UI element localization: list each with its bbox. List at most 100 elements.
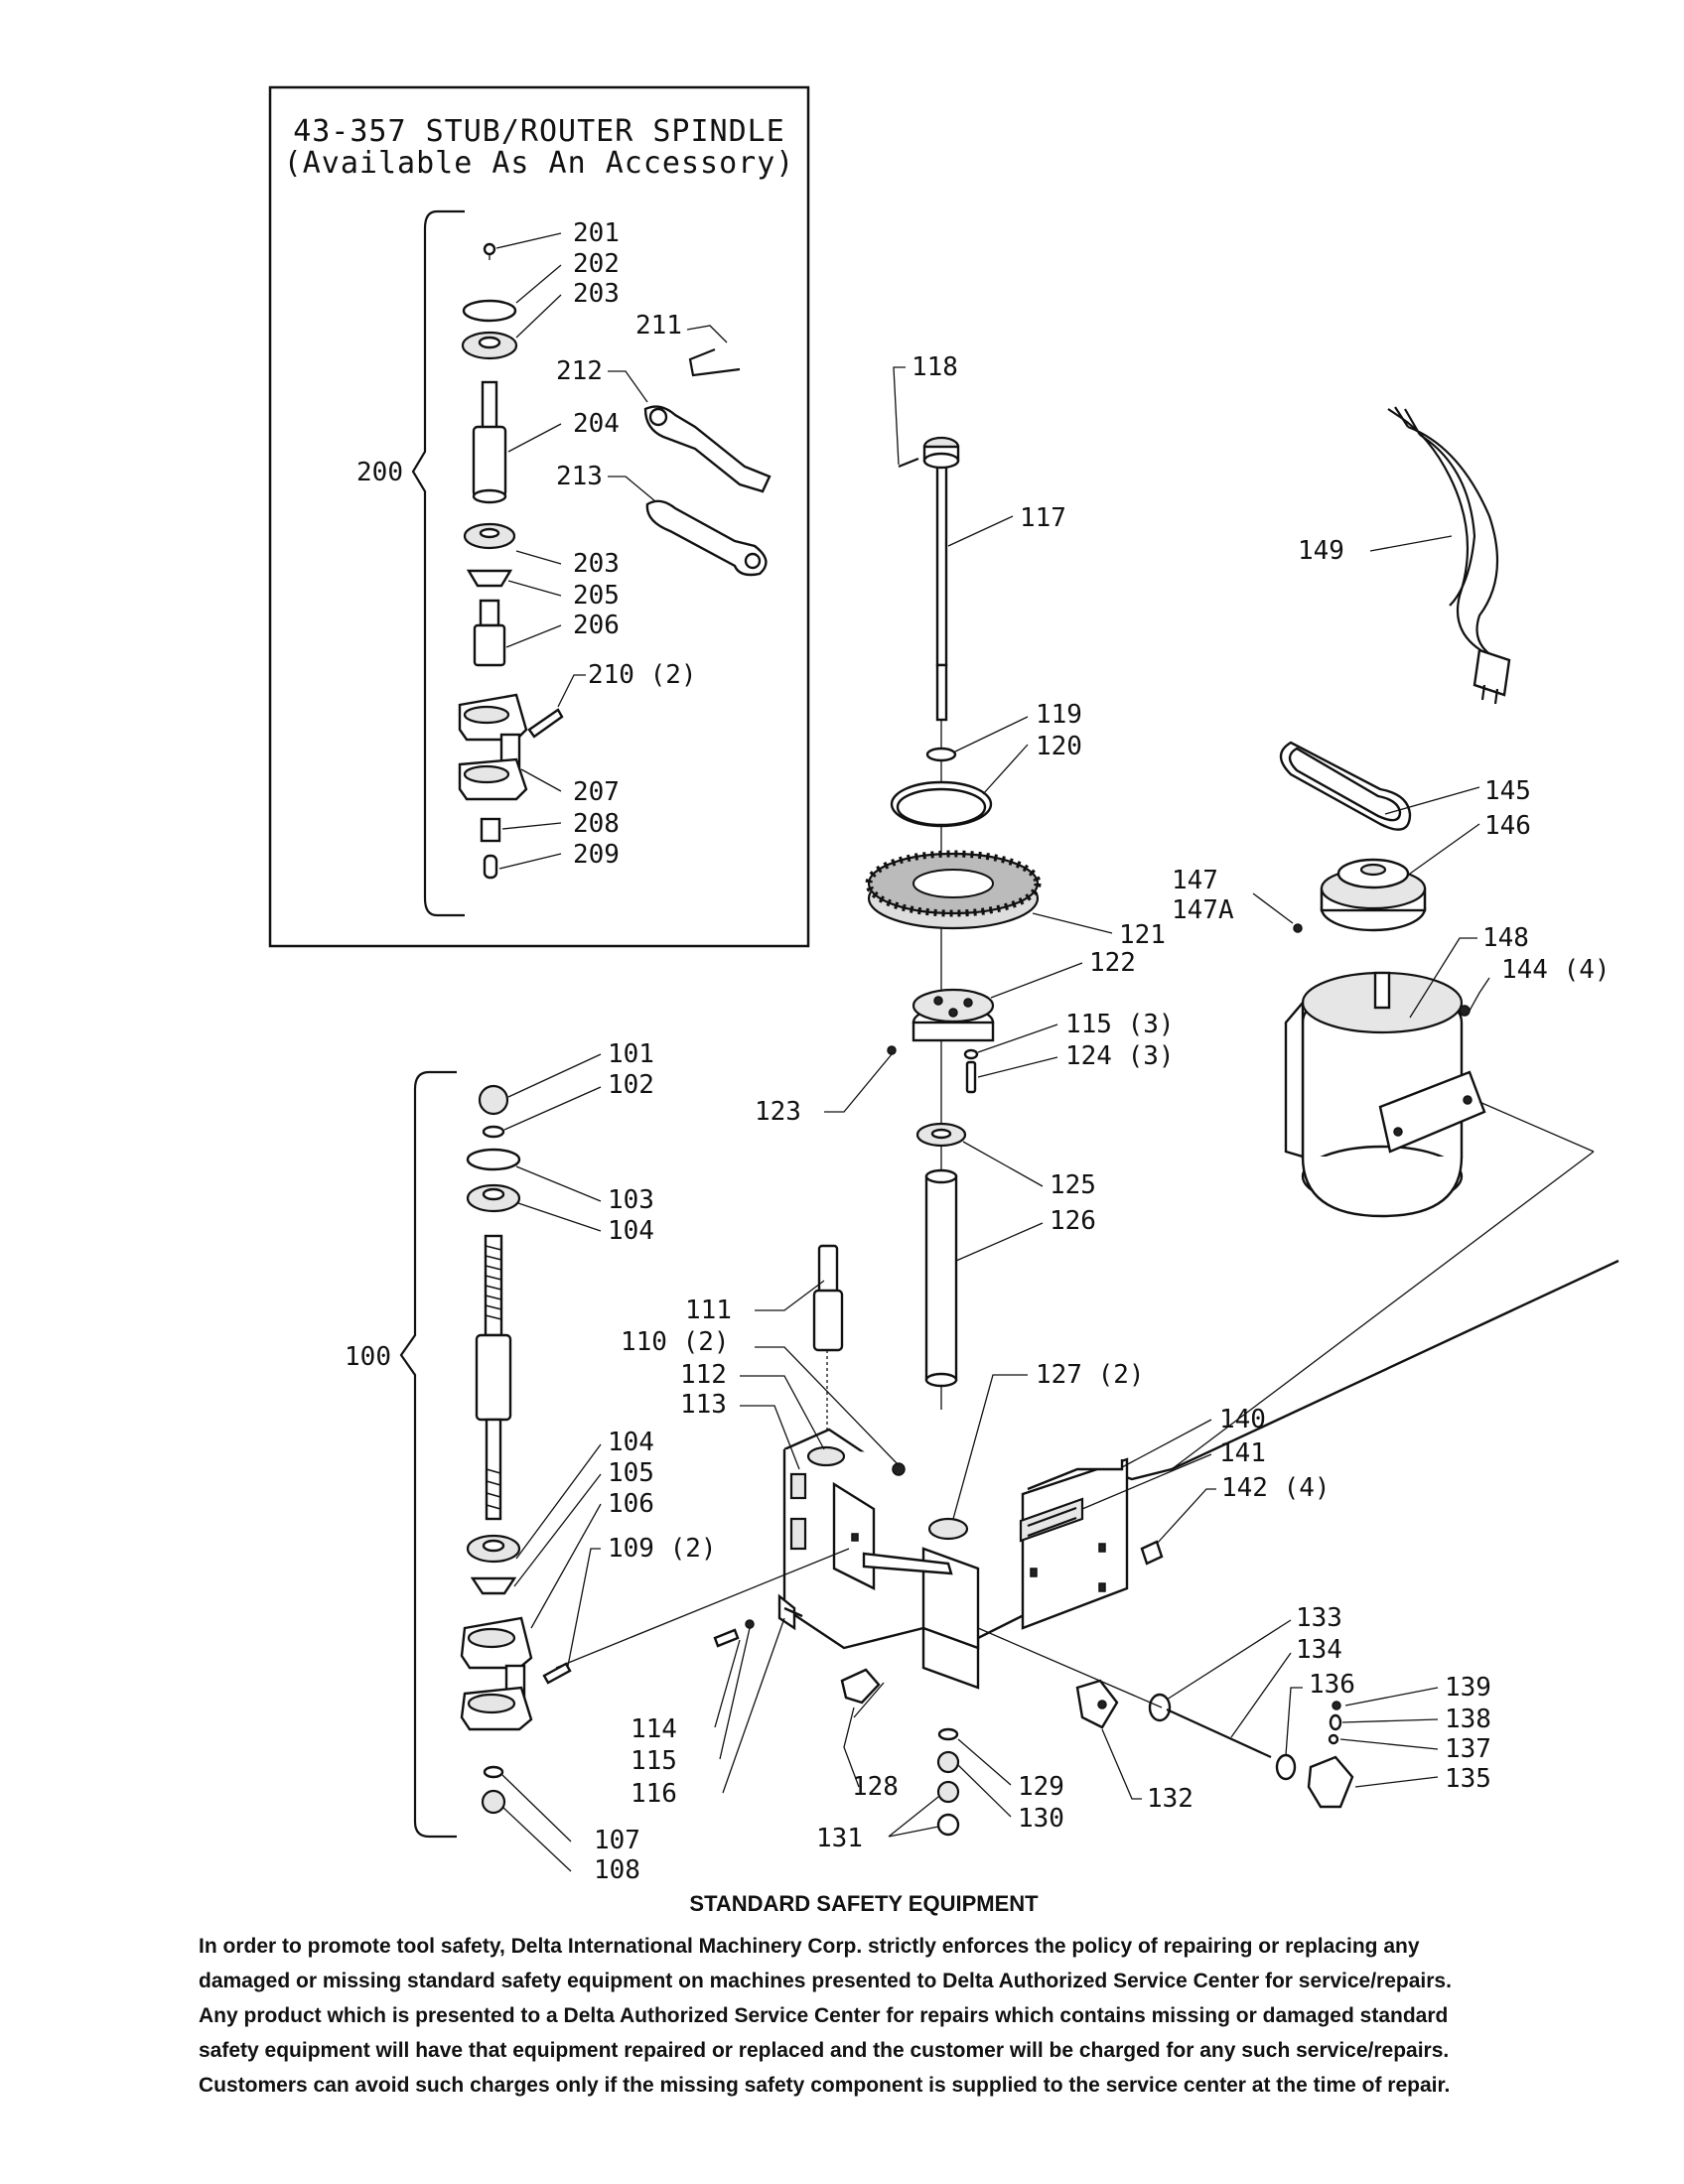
callout-209: 209 xyxy=(573,840,620,870)
elevating-column: 118 117 119 120 121 122 115 (3) 124 (3) … xyxy=(755,352,1175,1410)
callout-111: 111 xyxy=(685,1296,732,1325)
callout-145: 145 xyxy=(1484,776,1531,806)
callout-128: 128 xyxy=(852,1772,899,1802)
part-133 xyxy=(1148,1693,1172,1722)
callout-137: 137 xyxy=(1445,1734,1491,1764)
casting-slot xyxy=(789,1472,807,1500)
callout-104-lower: 104 xyxy=(608,1428,654,1457)
callout-121: 121 xyxy=(1119,920,1166,950)
callout-144: 144 (4) xyxy=(1501,955,1611,985)
part-142 xyxy=(1140,1540,1164,1566)
part-208 xyxy=(480,817,501,843)
callout-205: 205 xyxy=(573,581,620,611)
column-leaders xyxy=(824,366,1113,1262)
callout-208: 208 xyxy=(573,809,620,839)
casting-leaders xyxy=(714,1280,1439,1838)
part-102 xyxy=(482,1125,505,1139)
callout-147: 147 xyxy=(1172,866,1218,895)
callout-117: 117 xyxy=(1020,503,1066,533)
callout-118: 118 xyxy=(912,352,958,382)
callout-139: 139 xyxy=(1445,1673,1491,1703)
callout-124: 124 (3) xyxy=(1065,1041,1175,1071)
callout-115: 115 xyxy=(631,1746,677,1776)
part-118 xyxy=(898,457,919,469)
part-202 xyxy=(462,299,517,323)
part-210 xyxy=(527,708,564,739)
callout-104: 104 xyxy=(608,1216,654,1246)
part-117 xyxy=(935,465,948,667)
callout-114: 114 xyxy=(631,1714,677,1744)
part-139 xyxy=(1332,1701,1341,1710)
part-144 xyxy=(1459,1005,1471,1017)
motor-assembly: 145 146 147 147A 148 144 (4) 149 xyxy=(1171,406,1611,1470)
bracket-100 xyxy=(399,1070,457,1839)
callout-106: 106 xyxy=(608,1489,654,1519)
part-136 xyxy=(1275,1753,1297,1781)
part-108 xyxy=(481,1789,506,1815)
part-122 xyxy=(912,988,995,1042)
part-206 xyxy=(473,623,506,667)
bracket-200 xyxy=(411,209,465,917)
callout-201: 201 xyxy=(573,218,620,248)
stub-spindle-parts xyxy=(458,242,564,880)
part-147 xyxy=(1293,923,1303,933)
callout-140: 140 xyxy=(1219,1405,1266,1434)
callout-103: 103 xyxy=(608,1185,654,1215)
callout-110: 110 (2) xyxy=(621,1327,730,1357)
safety-notice-body: In order to promote tool safety, Delta I… xyxy=(199,1935,1452,2097)
callout-133: 133 xyxy=(1296,1603,1342,1633)
callout-136: 136 xyxy=(1309,1670,1355,1700)
motor-leaders xyxy=(1252,535,1490,1019)
callout-129: 129 xyxy=(1018,1772,1064,1802)
part-134 xyxy=(1166,1707,1272,1759)
callout-206: 206 xyxy=(573,611,620,640)
part-110 xyxy=(892,1462,906,1476)
callout-130: 130 xyxy=(1018,1804,1064,1834)
callout-122: 122 xyxy=(1089,948,1136,978)
part-131a xyxy=(936,1780,960,1804)
callout-211: 211 xyxy=(635,311,682,341)
callout-116: 116 xyxy=(631,1779,677,1809)
callout-113: 113 xyxy=(680,1390,727,1420)
spindle-assembly-100: 100 101 102 103 104 104 105 106 109 (2) … xyxy=(345,1039,717,1885)
casting-hole-127 xyxy=(927,1517,969,1541)
callout-146: 146 xyxy=(1484,811,1531,841)
safety-notice: STANDARD SAFETY EQUIPMENT In order to pr… xyxy=(199,1891,1489,2103)
callout-148: 148 xyxy=(1482,923,1529,953)
callout-115-3: 115 (3) xyxy=(1065,1010,1175,1039)
part-213 xyxy=(645,499,768,577)
callout-102: 102 xyxy=(608,1070,654,1100)
part-115-small xyxy=(745,1619,755,1629)
part-109 xyxy=(542,1662,572,1685)
part-138 xyxy=(1329,1713,1342,1731)
part-131b xyxy=(936,1813,960,1837)
part-111 xyxy=(812,1244,844,1430)
callout-200: 200 xyxy=(356,458,403,487)
callout-213: 213 xyxy=(556,462,603,491)
part-209 xyxy=(483,854,498,880)
callout-207: 207 xyxy=(573,777,620,807)
callout-126: 126 xyxy=(1050,1206,1096,1236)
part-149 xyxy=(1387,406,1511,705)
callout-135: 135 xyxy=(1445,1764,1491,1794)
casting-hole-112 xyxy=(806,1445,846,1467)
callout-134: 134 xyxy=(1296,1635,1342,1665)
part-123 xyxy=(887,1045,897,1055)
callout-127: 127 (2) xyxy=(1036,1360,1145,1390)
motor-shaft xyxy=(1373,971,1391,1010)
motor-mount-plate xyxy=(1378,1070,1486,1154)
part-212 xyxy=(643,405,772,493)
part-146 xyxy=(1320,858,1427,932)
main-casting: 111 110 (2) 112 113 127 (2) 140 141 142 … xyxy=(555,1244,1619,1853)
callout-108: 108 xyxy=(594,1855,640,1885)
part-135 xyxy=(1307,1755,1354,1809)
callout-142: 142 (4) xyxy=(1221,1473,1331,1503)
callout-204: 204 xyxy=(573,409,620,439)
accessory-frame xyxy=(268,85,810,948)
spindle-body xyxy=(475,1333,512,1422)
callout-125: 125 xyxy=(1050,1170,1096,1200)
part-101 xyxy=(478,1084,509,1116)
spindle-leaders xyxy=(501,1053,602,1872)
part-129 xyxy=(937,1727,959,1741)
